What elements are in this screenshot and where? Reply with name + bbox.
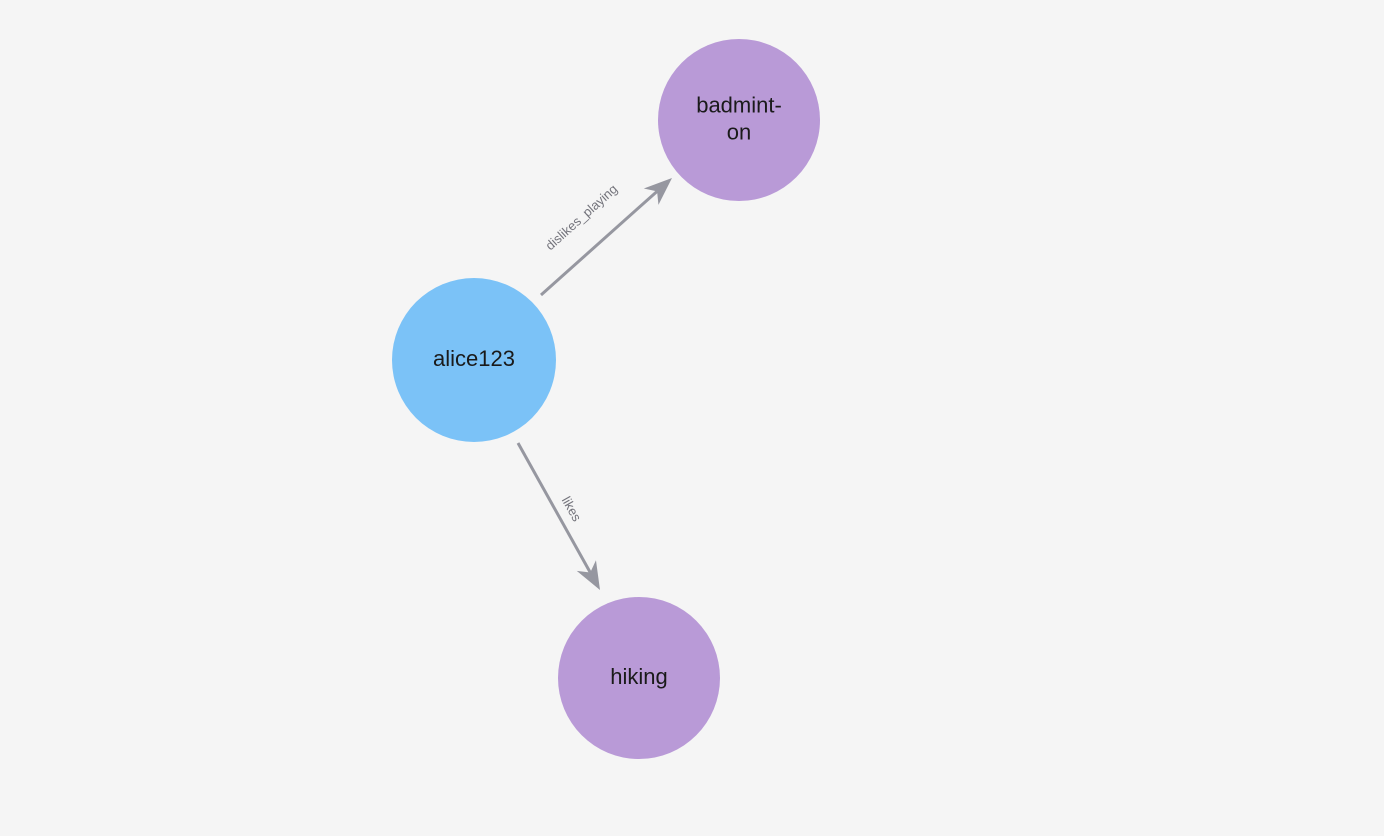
graph-node-alice123[interactable]: alice123 (392, 278, 556, 442)
graph-node-hiking[interactable]: hiking (558, 597, 720, 759)
nodes-layer: alice123 badmint-on hiking (392, 39, 820, 759)
edge-line (540, 190, 659, 297)
graph-edge[interactable]: likes (516, 442, 600, 590)
graph-node-badminton[interactable]: badmint-on (658, 39, 820, 201)
edge-arrowhead-icon (643, 178, 672, 205)
edge-line (516, 442, 592, 574)
node-circle[interactable] (558, 597, 720, 759)
edge-arrowhead-icon (576, 560, 600, 590)
node-circle[interactable] (658, 39, 820, 201)
graph-edge[interactable]: dislikes_playing (540, 178, 672, 297)
node-circle[interactable] (392, 278, 556, 442)
edge-label: likes (559, 494, 585, 524)
edge-label: dislikes_playing (542, 181, 620, 253)
